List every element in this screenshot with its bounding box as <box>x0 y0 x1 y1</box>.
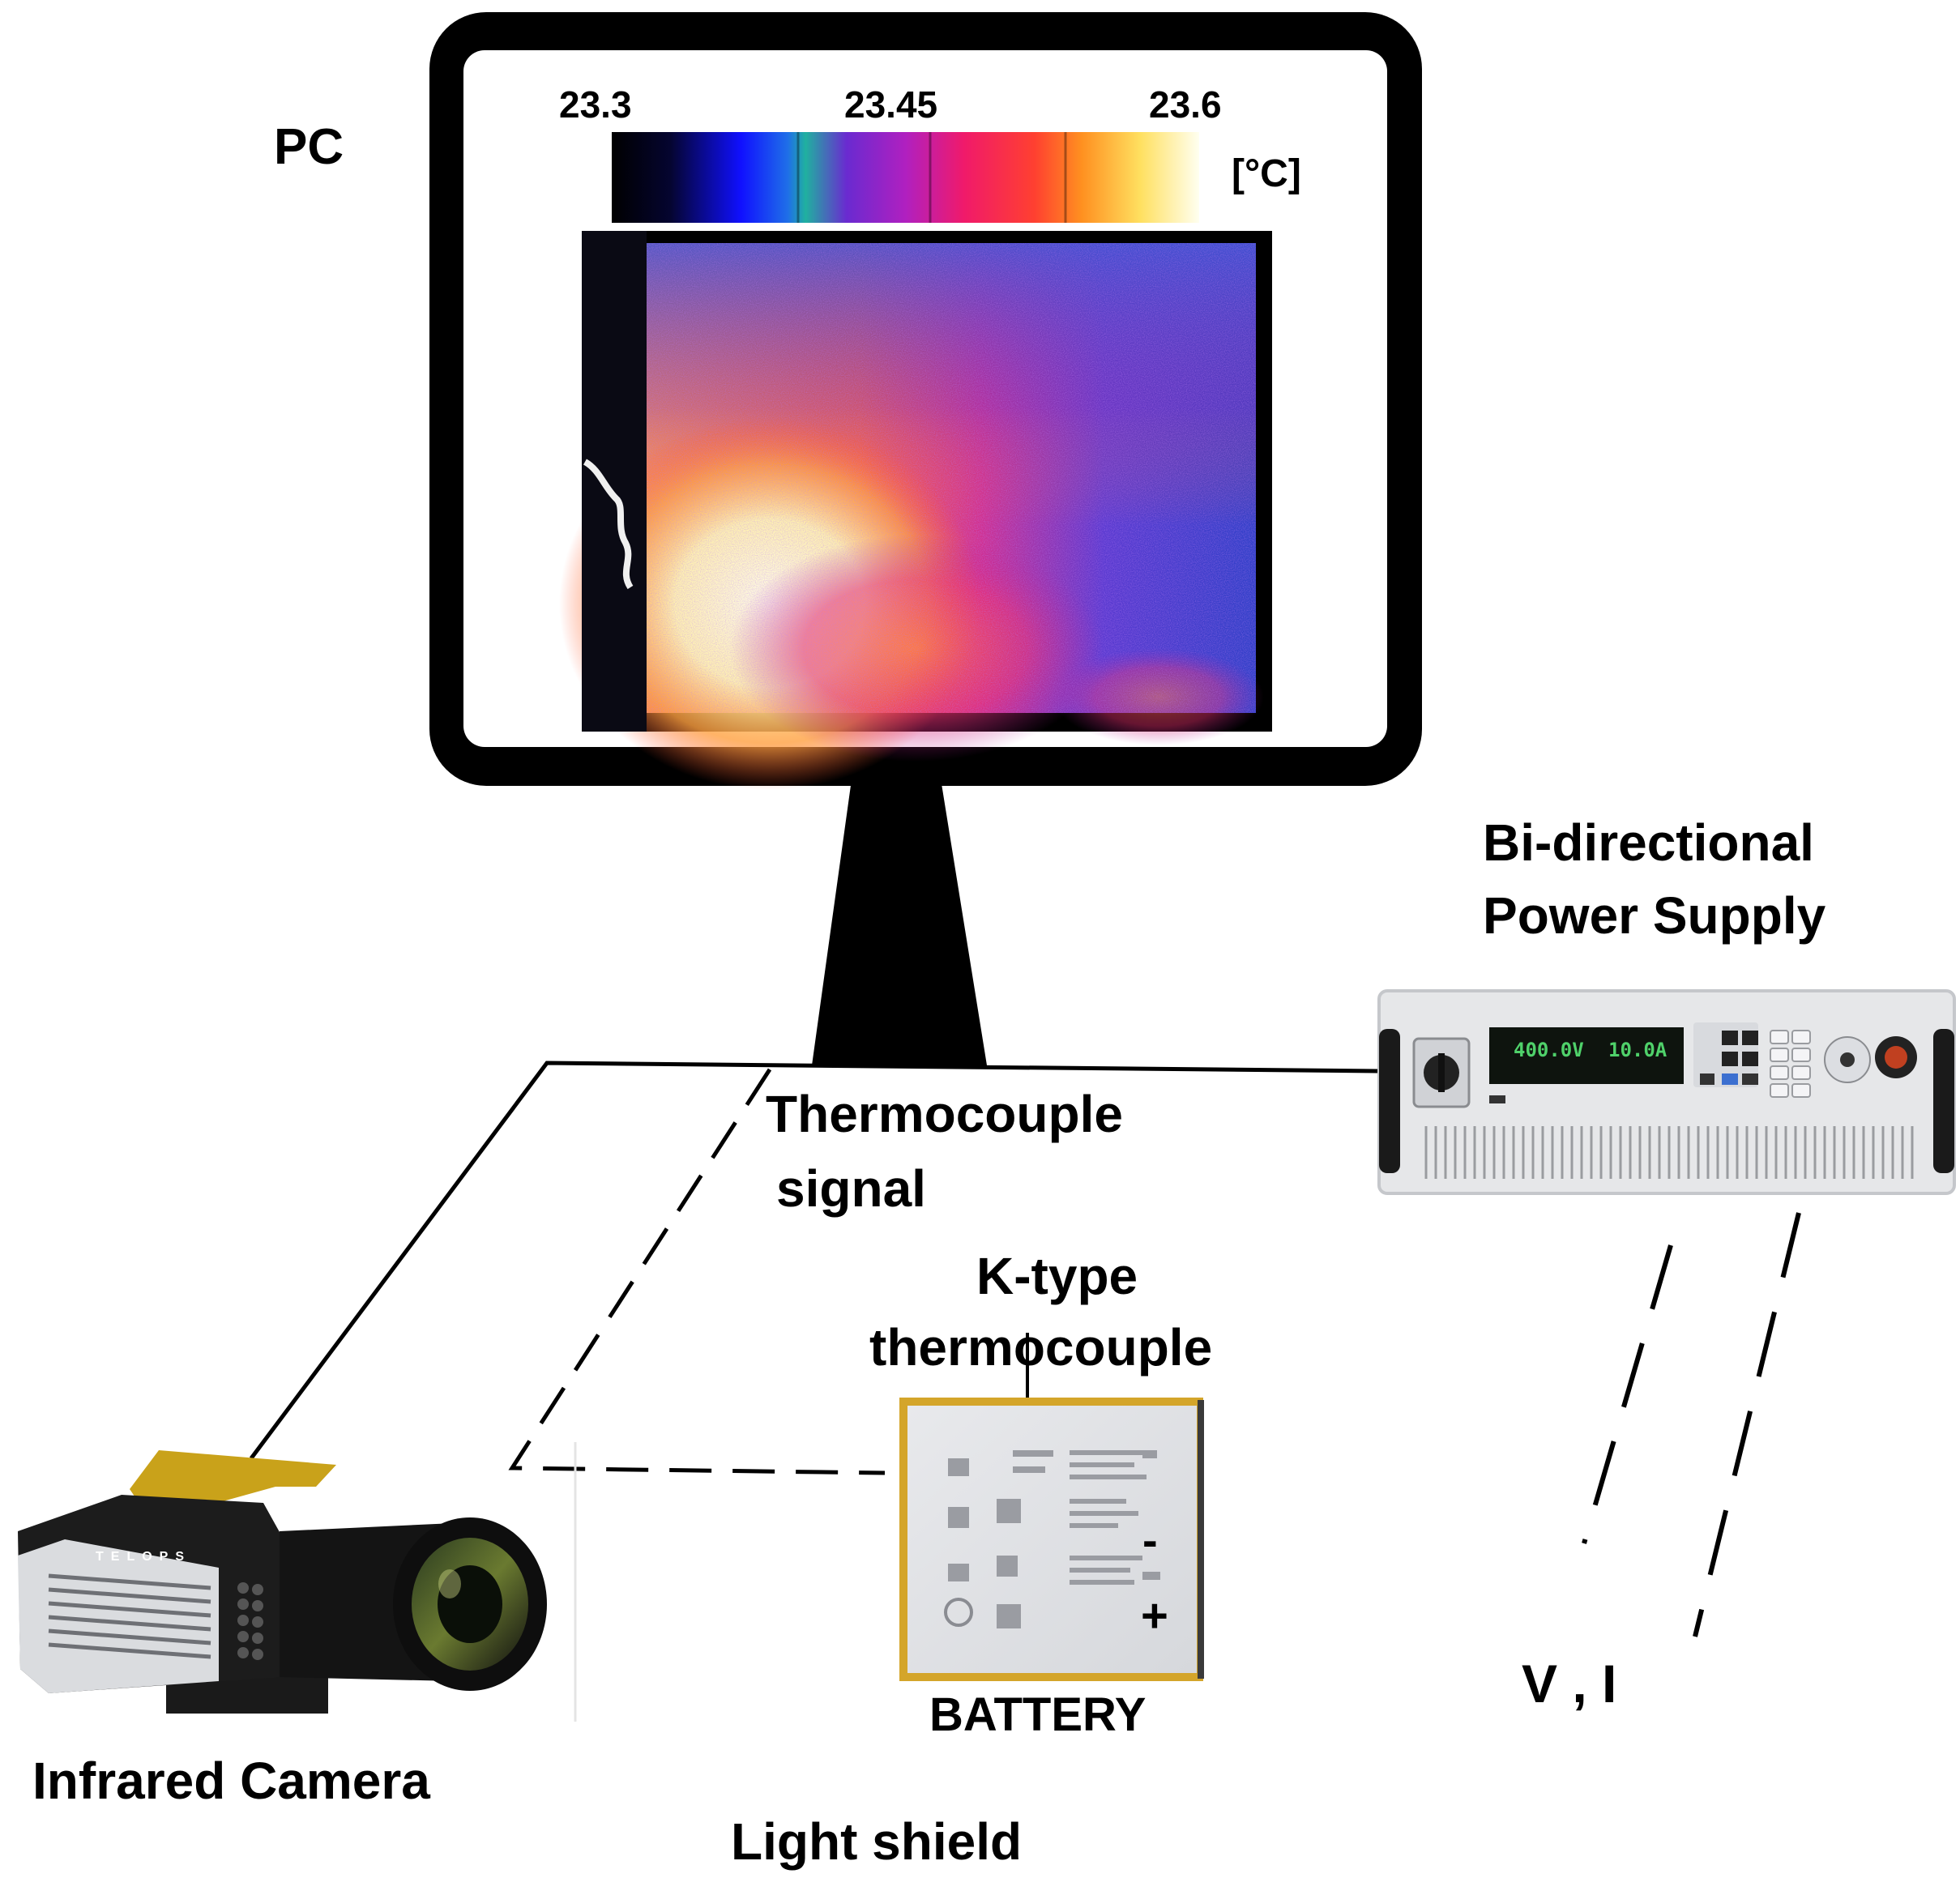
monitor-stand <box>812 774 987 1065</box>
battery-label: BATTERY <box>929 1688 1147 1741</box>
battery-plus-label: + <box>1141 1590 1168 1642</box>
power-lead-line-2 <box>1693 1212 1801 1637</box>
infrared-camera-label: Infrared Camera <box>32 1752 430 1810</box>
infrared-camera <box>18 1450 547 1714</box>
psu-voltage-readout: 400.0V <box>1514 1039 1584 1061</box>
psu-vent-slots <box>1424 1126 1914 1179</box>
colorbar-tick-min: 23.3 <box>559 83 632 126</box>
power-supply-label-line1: Bi-directional <box>1483 813 1814 872</box>
power-supply-label-line2: Power Supply <box>1483 886 1826 945</box>
camera-handle <box>130 1450 336 1507</box>
battery-label-print <box>948 1450 1160 1628</box>
power-supply-unit <box>1377 989 1956 1195</box>
colorbar-tick-mid: 23.45 <box>844 83 938 126</box>
psu-current-readout: 10.0A <box>1608 1039 1667 1061</box>
pc-label: PC <box>274 119 344 175</box>
thermocouple-signal-label-line2: signal <box>776 1159 926 1218</box>
thermal-image <box>559 231 1272 790</box>
thermocouple-signal-label-line1: Thermocouple <box>766 1085 1123 1143</box>
pc-monitor <box>429 12 1422 1065</box>
ktype-label-line2: thermocouple <box>869 1318 1213 1376</box>
colorbar <box>612 132 1199 223</box>
camera-brand-label: TELOPS <box>96 1550 192 1564</box>
psu-handle-left <box>1379 1029 1400 1173</box>
colorbar-tick-max: 23.6 <box>1149 83 1222 126</box>
camera-cable-line <box>249 1061 1378 1460</box>
ktype-label-line1: K-type <box>976 1247 1138 1305</box>
psu-display <box>1489 1027 1684 1084</box>
thermocouple-signal-line <box>508 1068 886 1475</box>
colorbar-unit: [°C] <box>1232 152 1301 195</box>
vi-label: V , I <box>1522 1654 1617 1714</box>
battery-minus-label: - <box>1142 1514 1158 1565</box>
light-shield-label: Light shield <box>731 1812 1023 1871</box>
battery-cell <box>899 1398 1204 1681</box>
power-lead-line-1 <box>1582 1244 1673 1544</box>
psu-handle-right <box>1933 1029 1954 1173</box>
